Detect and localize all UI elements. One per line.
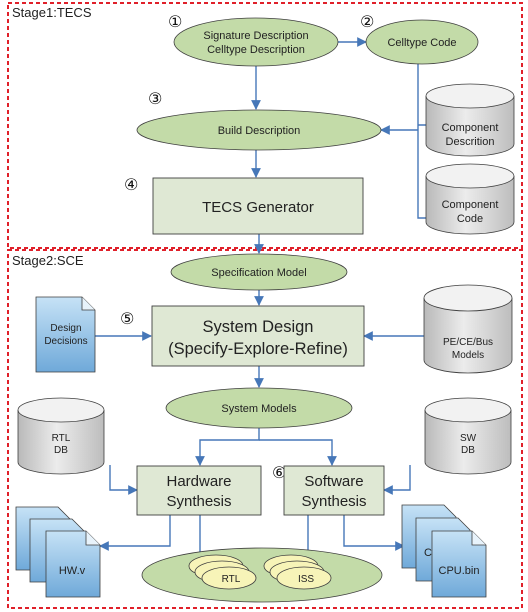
pe-ce-bus-line1: PE/CE/Bus <box>443 337 493 348</box>
iss-output-stack: ISS <box>263 554 332 590</box>
tecs-generator-node: TECS Generator <box>152 177 364 235</box>
signature-description-text: Signature Description <box>203 30 308 42</box>
rtl-output-stack: RTL <box>188 554 257 590</box>
pe-ce-bus-line2: Models <box>452 350 484 361</box>
component-code-db: Component Code <box>425 163 515 235</box>
sw-db-line1: SW <box>460 433 477 444</box>
cpu-bin-documents: C CPU.bin <box>401 504 487 598</box>
marker-2: ② <box>360 14 374 31</box>
signature-celltype-description-node: Signature Description Celltype Descripti… <box>173 17 339 67</box>
component-code-line1: Component <box>442 199 499 211</box>
component-description-line1: Component <box>442 122 499 134</box>
marker-3: ③ <box>148 91 162 108</box>
marker-6: ⑥ <box>272 465 286 482</box>
hardware-synthesis-line1: Hardware <box>166 473 231 490</box>
design-decisions-line2: Decisions <box>44 336 87 347</box>
hw-v-documents: H HW.v <box>15 506 101 598</box>
stage1-label: Stage1:TECS <box>12 5 92 20</box>
iss-output-label: ISS <box>298 574 314 585</box>
sw-db: SW DB <box>424 397 512 475</box>
build-description-text: Build Description <box>218 125 301 137</box>
specification-model-node: Specification Model <box>170 253 348 291</box>
hardware-synthesis-line2: Synthesis <box>166 493 231 510</box>
system-models-text: System Models <box>221 403 297 415</box>
stage2-frame: Stage2:SCE <box>7 249 523 609</box>
cpu-bin-label: CPU.bin <box>439 565 480 577</box>
build-description-node: Build Description <box>136 109 382 151</box>
stage2-label: Stage2:SCE <box>12 253 84 268</box>
stage2-connectors <box>95 290 424 565</box>
component-code-line2: Code <box>457 213 483 225</box>
pe-ce-bus-models-db: PE/CE/Bus Models <box>423 284 513 374</box>
marker-1: ① <box>168 14 182 31</box>
cpu-doc-back-letter: C <box>424 547 432 559</box>
component-description-line2: Descrition <box>446 136 495 148</box>
rtl-db-line2: DB <box>54 445 68 456</box>
celltype-code-node: Celltype Code <box>365 19 479 65</box>
marker-4: ④ <box>124 177 138 194</box>
system-design-node: System Design (Specify-Explore-Refine) <box>151 305 365 367</box>
specification-model-text: Specification Model <box>211 267 306 279</box>
hardware-synthesis-node: Hardware Synthesis <box>136 465 262 516</box>
software-synthesis-line2: Synthesis <box>301 493 366 510</box>
hw-v-label: HW.v <box>59 565 86 577</box>
system-design-line2: (Specify-Explore-Refine) <box>168 340 348 358</box>
rtl-db: RTL DB <box>17 397 105 475</box>
celltype-description-text: Celltype Description <box>207 44 305 56</box>
tecs-generator-text: TECS Generator <box>202 199 314 216</box>
system-design-line1: System Design <box>203 318 314 336</box>
outputs-ellipse <box>141 547 383 603</box>
rtl-output-label: RTL <box>222 574 241 585</box>
stage1-frame: Stage1:TECS <box>7 2 523 249</box>
celltype-code-text: Celltype Code <box>387 37 456 49</box>
design-decisions-document: Design Decisions <box>35 296 96 373</box>
rtl-db-line1: RTL <box>52 433 71 444</box>
component-description-db: Component Descrition <box>425 83 515 157</box>
sw-db-line2: DB <box>461 445 475 456</box>
software-synthesis-node: Software Synthesis <box>283 465 385 516</box>
marker-5: ⑤ <box>120 311 134 328</box>
software-synthesis-line1: Software <box>304 473 363 490</box>
design-decisions-line1: Design <box>50 323 81 334</box>
system-models-node: System Models <box>165 387 353 429</box>
